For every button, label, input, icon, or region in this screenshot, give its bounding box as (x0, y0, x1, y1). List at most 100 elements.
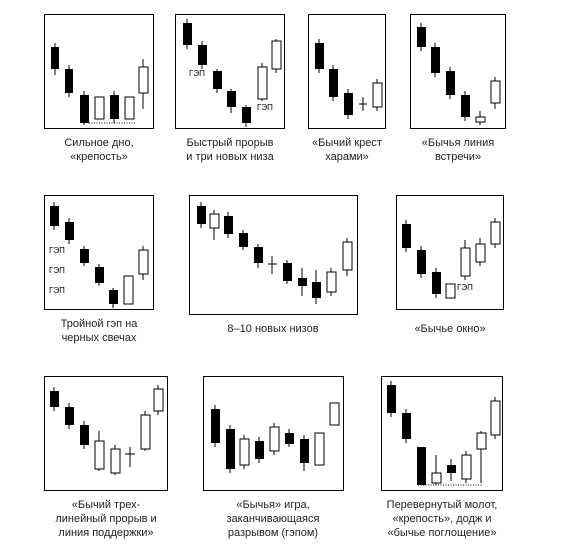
candles-strong-bottom (51, 43, 149, 125)
candle (432, 272, 441, 294)
candle (329, 69, 338, 97)
candle (138, 66, 149, 94)
candles-meeting-line (417, 23, 501, 125)
candle (446, 71, 455, 95)
candle (65, 69, 73, 93)
candle (445, 283, 456, 299)
candle (431, 472, 442, 484)
candle (94, 96, 105, 120)
gap-label: ГЭП (457, 283, 473, 292)
candle (213, 71, 222, 89)
candle (224, 216, 233, 234)
candles-triple-gap: ГЭП ГЭП ГЭП (49, 202, 149, 308)
candles-harami-cross (315, 39, 383, 119)
panel-fast-breakout: ГЭП ГЭП (175, 14, 285, 129)
candle (476, 432, 487, 450)
panel-bullish-harami-cross (308, 14, 386, 129)
candle (123, 275, 134, 305)
candle (254, 247, 263, 263)
candle (314, 432, 325, 466)
caption-strong-bottom: Сильное дно,«крепость» (64, 137, 134, 163)
candle (417, 27, 426, 47)
candle (269, 426, 280, 452)
candle (109, 290, 118, 304)
candle (257, 66, 268, 100)
candle (312, 282, 321, 298)
candle (65, 222, 74, 240)
panel-strong-bottom (44, 14, 154, 129)
candles-fast-breakout: ГЭП ГЭП (183, 19, 282, 127)
candle (447, 465, 456, 473)
candle (475, 243, 486, 263)
candles-gap-game (211, 402, 340, 473)
candle (475, 116, 486, 123)
candle (209, 213, 220, 229)
candle (80, 425, 89, 445)
candle (226, 429, 235, 469)
candle (402, 413, 411, 439)
candle (461, 95, 470, 117)
candle (461, 454, 472, 480)
candle (211, 409, 220, 443)
candle (344, 93, 353, 115)
panel-bullish-window: ГЭП (396, 195, 504, 310)
panel-three-line-breakout (44, 376, 168, 491)
candle (94, 440, 105, 470)
candle (298, 278, 307, 286)
gap-label: ГЭП (189, 69, 205, 78)
panel-triple-gap-black: ГЭП ГЭП ГЭП (44, 195, 154, 310)
candle (95, 267, 104, 283)
candles-inverted-hammer (387, 381, 501, 486)
candle (300, 439, 309, 463)
candle (80, 95, 89, 123)
candle (490, 400, 501, 436)
candle (329, 402, 340, 426)
candle (239, 438, 250, 466)
candles-three-line (50, 385, 164, 475)
candle (417, 447, 426, 485)
candle (50, 391, 59, 407)
candle (110, 95, 119, 119)
candle (138, 249, 149, 275)
candle (387, 385, 396, 413)
caption-inverted-hammer-fortress: Перевернутый молот,«крепость», додж и«бы… (386, 499, 498, 539)
caption-eight-ten-lows: 8–10 новых низов (227, 323, 319, 335)
candle (242, 107, 251, 123)
candle (402, 224, 411, 248)
candle (239, 233, 248, 247)
candle (283, 263, 292, 281)
gap-label: ГЭП (257, 103, 273, 112)
panel-bullish-gap-game (203, 376, 344, 491)
candle (326, 271, 337, 293)
candle (490, 80, 501, 104)
gap-label: ГЭП (49, 286, 65, 295)
candle (124, 96, 135, 120)
candle (372, 82, 383, 108)
candle (431, 47, 440, 73)
candle (255, 441, 264, 459)
candle (65, 407, 74, 425)
candle (51, 47, 59, 69)
candle (460, 247, 471, 277)
candle (417, 250, 426, 274)
candle (140, 414, 151, 450)
candle (227, 91, 236, 107)
candle (271, 40, 282, 70)
candle (198, 45, 207, 65)
candles-bullish-window: ГЭП (402, 218, 501, 299)
candle (110, 448, 121, 474)
candle (50, 206, 59, 226)
candle (490, 221, 501, 245)
candles-eight-ten-lows (197, 202, 353, 304)
candle (153, 388, 164, 412)
caption-bullish-window: «Бычье окно» (414, 323, 486, 335)
candle (197, 206, 206, 224)
candle (183, 23, 192, 45)
candle (315, 43, 324, 69)
gap-label: ГЭП (49, 266, 65, 275)
